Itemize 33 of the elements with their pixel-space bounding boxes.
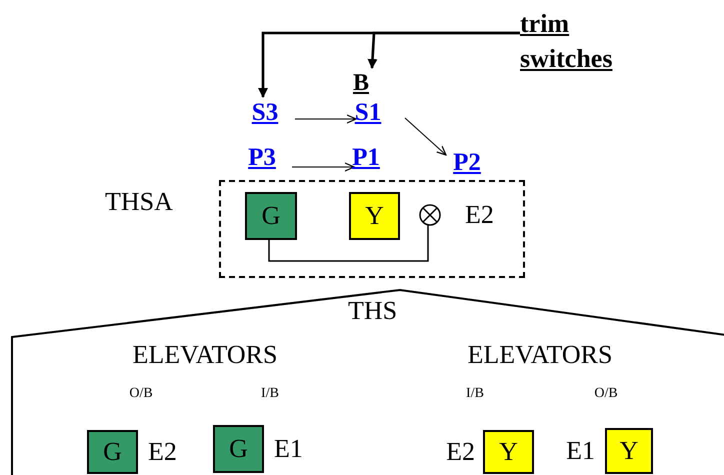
bus-label: B <box>352 70 369 96</box>
group-heading: THS <box>348 296 398 326</box>
link-label: P2 <box>453 149 481 177</box>
position-label: I/B <box>465 386 485 402</box>
section-heading: ELEVATORS <box>132 340 278 370</box>
link-label: P3 <box>248 144 276 172</box>
link-label: P1 <box>352 144 380 172</box>
arrow <box>292 162 355 172</box>
arrow <box>294 114 357 124</box>
element-label: E2 <box>465 200 494 230</box>
system-letter: Y <box>620 436 638 466</box>
element-label: E2 <box>446 437 475 467</box>
position-label: O/B <box>593 386 619 402</box>
arrow <box>368 32 520 69</box>
system-letter: G <box>103 437 122 467</box>
system-letter: G <box>229 434 248 464</box>
system-letter: Y <box>499 437 518 467</box>
hydraulic-system-box <box>245 192 297 240</box>
arrow <box>404 118 447 156</box>
position-label: I/B <box>260 386 280 402</box>
element-label: E2 <box>148 437 177 467</box>
position-label: O/B <box>128 386 154 402</box>
element-label: E1 <box>274 434 303 464</box>
link-label: S1 <box>354 99 382 127</box>
system-letter: Y <box>365 201 384 231</box>
link-label: S3 <box>252 99 278 127</box>
connector-line <box>268 224 429 262</box>
group-heading: THSA <box>105 187 173 217</box>
element-label: E1 <box>566 436 595 466</box>
hydraulic-system-box <box>349 192 400 240</box>
system-letter: G <box>262 201 280 231</box>
title-label: trim switches <box>520 8 614 75</box>
section-heading: ELEVATORS <box>466 340 614 370</box>
